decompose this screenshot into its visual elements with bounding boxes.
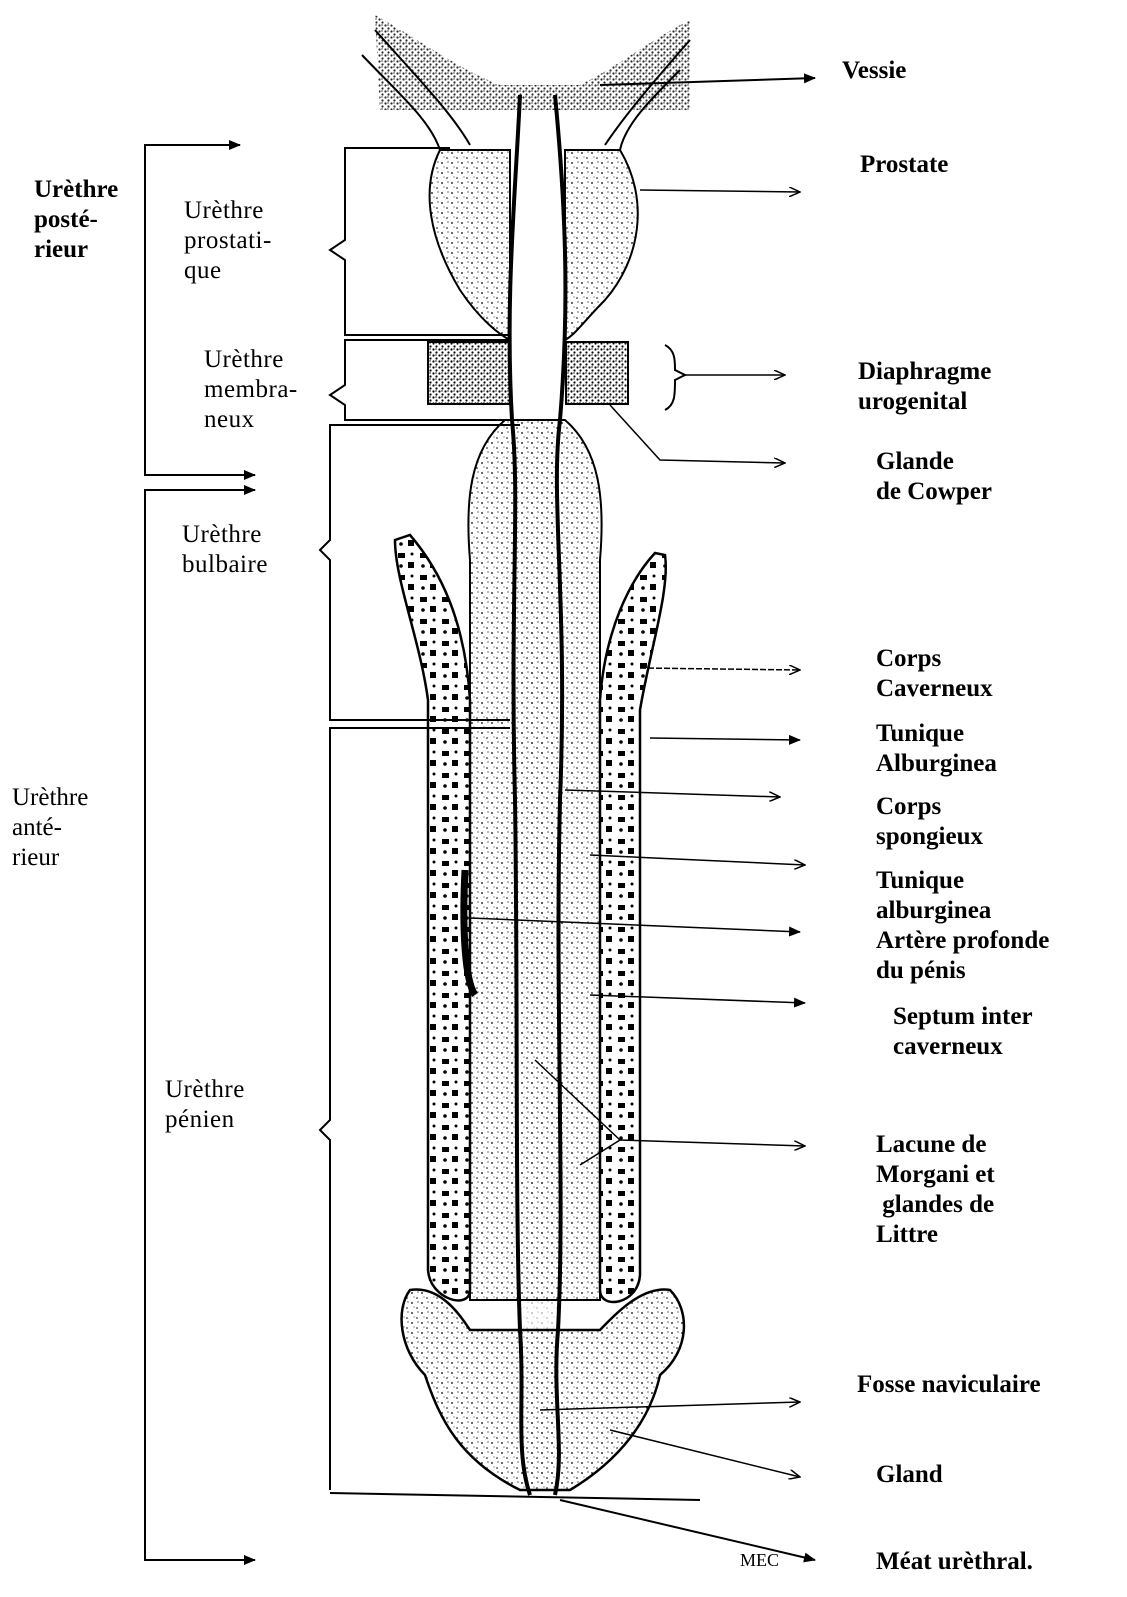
label-prostate: Prostate xyxy=(860,150,948,180)
signature-mec: MEC xyxy=(740,1545,779,1575)
label-urethre-anterieur: Urèthre anté- rieur xyxy=(12,783,88,873)
meatus-baseline xyxy=(330,1493,700,1500)
label-urethre-penien: Urèthre pénien xyxy=(165,1075,245,1135)
label-urethre-membraneux: Urèthre membra- neux xyxy=(204,345,298,435)
label-vessie: Vessie xyxy=(842,56,906,86)
label-diaphragme-urogenital: Diaphragme urogenital xyxy=(858,357,991,417)
label-tunique-alburginea-2: Tunique alburginea xyxy=(876,866,991,926)
label-tunique-alburginea-1: Tunique Alburginea xyxy=(876,719,997,779)
label-gland: Gland xyxy=(876,1460,943,1490)
prostate-shape xyxy=(430,150,638,340)
label-septum-intercaverneux: Septum inter caverneux xyxy=(893,1002,1033,1062)
label-urethre-posterieur: Urèthre posté- rieur xyxy=(34,175,118,265)
label-corps-caverneux: Corps Caverneux xyxy=(876,644,993,704)
label-urethre-bulbaire: Urèthre bulbaire xyxy=(182,520,268,580)
label-fosse-naviculaire: Fosse naviculaire xyxy=(857,1370,1041,1400)
label-corps-spongieux: Corps spongieux xyxy=(876,792,983,852)
label-glande-cowper: Glande de Cowper xyxy=(876,447,992,507)
label-urethre-prostatique: Urèthre prostati- que xyxy=(184,196,272,286)
label-artere-profonde: Artère profonde du pénis xyxy=(876,926,1049,986)
label-meat-urethral: Méat urèthral. xyxy=(876,1547,1033,1577)
urogenital-diaphragm-shape xyxy=(428,342,628,404)
label-lacune-morgani: Lacune de Morgani et glandes de Littre xyxy=(876,1130,995,1250)
bladder-shape xyxy=(362,15,690,150)
